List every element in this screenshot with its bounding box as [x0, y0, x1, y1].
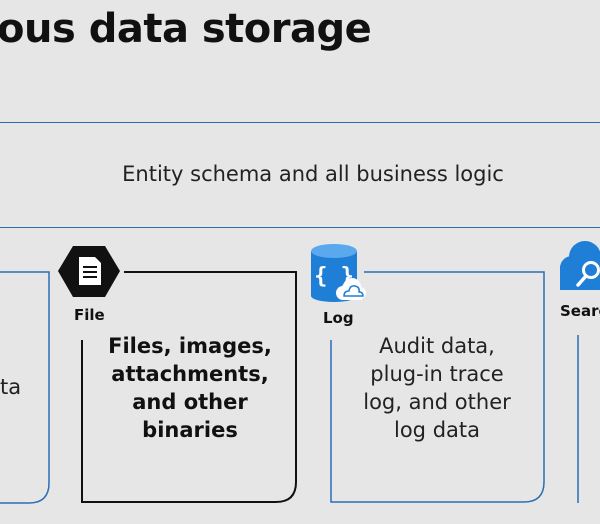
search-label: Searc [560, 302, 600, 320]
page-title: ous data storage [0, 6, 372, 52]
file-box-text: Files, images, attachments, and other bi… [100, 332, 280, 444]
log-box-line: log, and other [363, 390, 511, 414]
file-box-frame [81, 271, 297, 503]
entity-band [0, 122, 600, 228]
file-box-line: and other [132, 390, 248, 414]
database-cloud-icon: { } [311, 244, 366, 302]
left-box-frame [0, 271, 50, 504]
file-box-line: Files, images, [108, 334, 272, 358]
log-box-line: plug-in trace [370, 362, 504, 386]
log-label: Log [323, 309, 354, 327]
left-box-text: ta [0, 375, 22, 399]
log-box-line: log data [394, 418, 480, 442]
document-icon [58, 246, 120, 297]
file-box-line: binaries [142, 418, 238, 442]
entity-band-label: Entity schema and all business logic [122, 162, 504, 186]
file-box-line: attachments, [111, 362, 269, 386]
log-box-text: Audit data, plug-in trace log, and other… [342, 332, 532, 444]
cloud-search-icon [560, 241, 600, 290]
log-box-frame [330, 271, 545, 503]
file-label: File [74, 306, 105, 324]
log-box-line: Audit data, [379, 334, 495, 358]
